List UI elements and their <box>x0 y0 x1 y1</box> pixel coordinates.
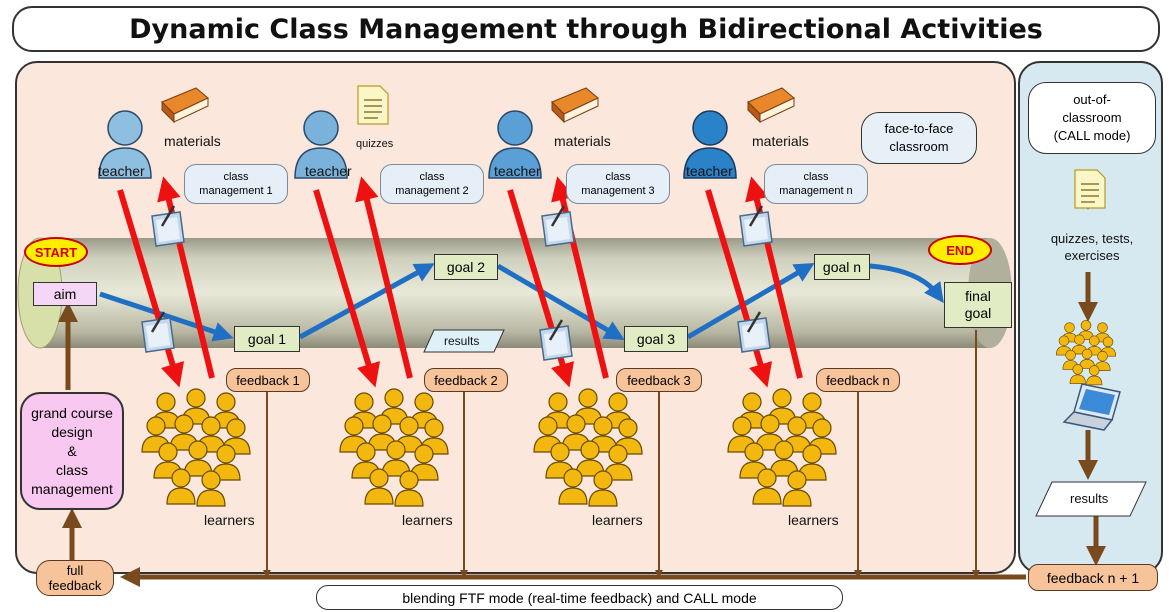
feedback-n-plus-1-box: feedback n + 1 <box>1028 564 1158 591</box>
feedback-2-box: feedback 2 <box>424 368 508 392</box>
final-goal-line1: final <box>965 288 991 304</box>
grand-line3: & <box>67 442 77 459</box>
tablet-icon <box>540 204 576 248</box>
book-icon <box>551 87 599 123</box>
book-icon <box>747 87 795 123</box>
cm-line2: management n <box>779 185 853 197</box>
start-oval: START <box>24 237 88 267</box>
learners-icon <box>142 389 250 506</box>
learners-icon <box>534 389 642 506</box>
diagram-title: Dynamic Class Management through Bidirec… <box>12 6 1160 52</box>
final-goal-box: final goal <box>944 282 1012 328</box>
class-management-n: class management n <box>764 164 868 204</box>
tablet-icon <box>150 204 186 248</box>
full-feedback-box: full feedback <box>36 560 114 596</box>
call-mode-box: out-of- classroom (CALL mode) <box>1028 82 1156 154</box>
call-quizzes-line2: exercises <box>1064 248 1120 263</box>
cm-line2: management 2 <box>395 185 469 197</box>
call-quizzes-line1: quizzes, tests, <box>1050 231 1134 246</box>
class-management-1: class management 1 <box>184 164 288 204</box>
full-feedback-line2: feedback <box>48 578 102 593</box>
grand-course-design-box: grand course design & class management <box>20 392 124 510</box>
main-feedback-line <box>58 175 1106 587</box>
tablet-icon <box>738 204 774 248</box>
ftf-line2: classroom <box>889 139 949 154</box>
face-to-face-box: face-to-face classroom <box>861 112 977 164</box>
call-line2: classroom <box>1062 110 1122 125</box>
full-feedback-line1: full <box>66 563 84 578</box>
grand-line4: class <box>56 461 88 478</box>
laptop-icon <box>1062 383 1121 431</box>
grand-line5: management <box>31 480 113 497</box>
call-quizzes-label: quizzes, tests, exercises <box>1024 230 1160 264</box>
class-management-3: class management 3 <box>566 164 670 204</box>
learners-icon <box>728 389 836 506</box>
learners-icon <box>1056 320 1115 384</box>
cm-line1: class <box>223 171 249 183</box>
learners-label: learners <box>402 512 453 528</box>
ftf-line1: face-to-face <box>884 121 954 136</box>
learners-icon <box>340 389 448 506</box>
book-icon <box>161 87 209 123</box>
learners-label: learners <box>788 512 839 528</box>
grand-line2: design <box>51 423 93 440</box>
class-management-2: class management 2 <box>380 164 484 204</box>
call-line3: (CALL mode) <box>1053 128 1131 143</box>
call-results-label: results <box>1070 491 1109 506</box>
materials-label: materials <box>554 133 611 149</box>
blending-caption: blending FTF mode (real-time feedback) a… <box>316 585 843 610</box>
cm-line1: class <box>605 171 631 183</box>
call-line1: out-of- <box>1073 92 1111 107</box>
document-icon <box>1074 169 1106 209</box>
brown-feedback-arrows <box>263 330 980 578</box>
learners-label: learners <box>204 512 255 528</box>
document-icon <box>357 85 389 125</box>
cm-line2: management 3 <box>581 185 655 197</box>
results-shape <box>423 329 1147 517</box>
learners-label: learners <box>592 512 643 528</box>
final-goal-line2: goal <box>964 305 992 321</box>
cm-line1: class <box>803 171 829 183</box>
end-oval: END <box>928 235 992 265</box>
results-label: results <box>444 334 480 348</box>
feedback-1-box: feedback 1 <box>226 368 310 392</box>
cm-line1: class <box>419 171 445 183</box>
feedback-3-box: feedback 3 <box>616 368 702 392</box>
feedback-n-box: feedback n <box>816 368 900 392</box>
goal-1-box: goal 1 <box>234 326 300 352</box>
aim-box: aim <box>33 282 97 306</box>
teacher-label: teacher <box>305 163 352 179</box>
goal-2-box: goal 2 <box>434 254 498 280</box>
goal-n-box: goal n <box>814 254 870 280</box>
materials-label: materials <box>752 133 809 149</box>
teacher-label: teacher <box>686 163 733 179</box>
cm-line2: management 1 <box>199 185 273 197</box>
teacher-label: teacher <box>494 163 541 179</box>
grand-line1: grand course <box>31 404 113 421</box>
quizzes-label: quizzes <box>356 138 394 150</box>
teacher-label: teacher <box>98 163 145 179</box>
materials-label: materials <box>164 133 221 149</box>
goal-3-box: goal 3 <box>624 326 688 352</box>
